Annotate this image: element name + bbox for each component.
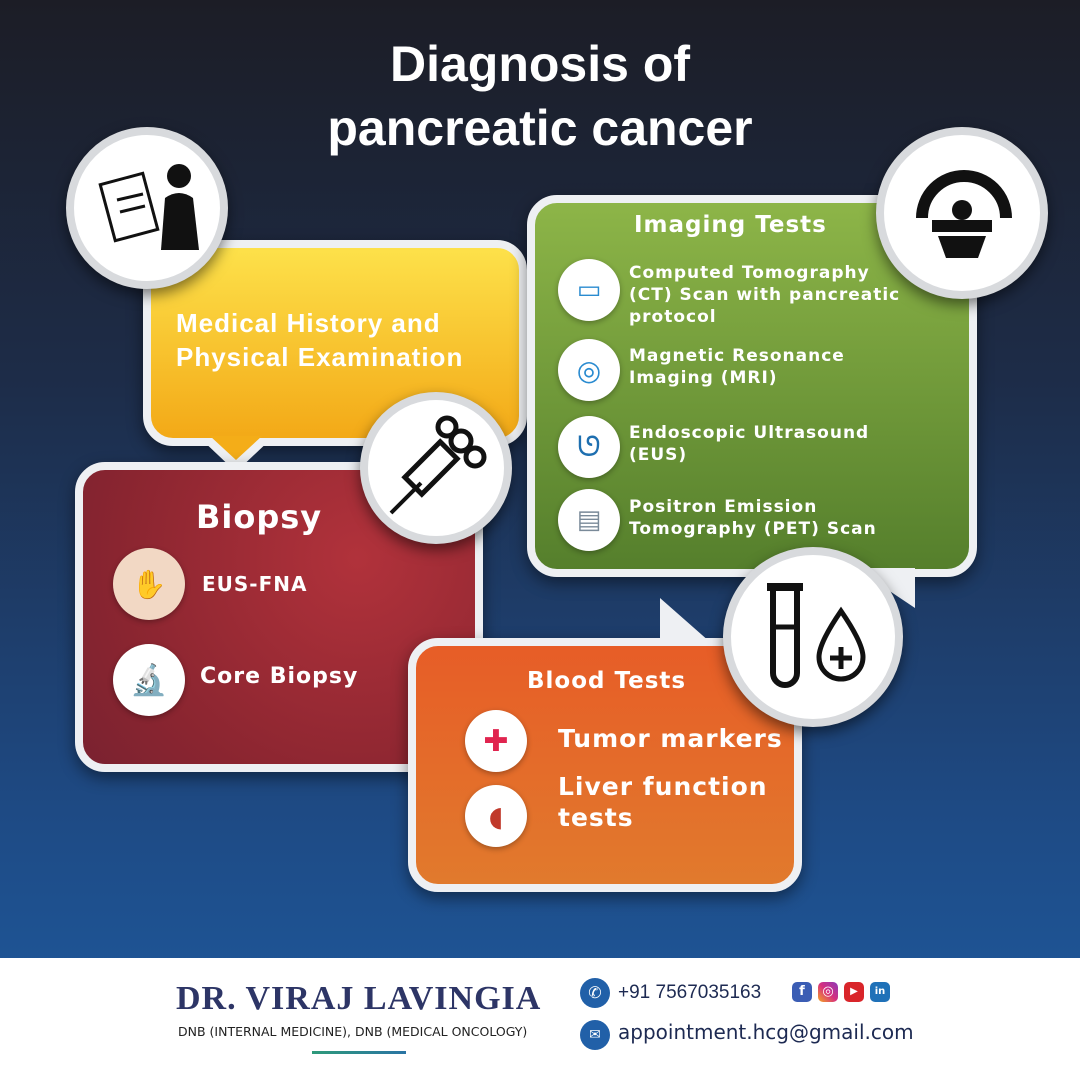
imaging-item-line: Endoscopic Ultrasound	[629, 423, 870, 443]
imaging-heading: Imaging Tests	[634, 212, 827, 238]
youtube-icon[interactable]: ▶	[844, 982, 864, 1002]
title-line: Diagnosis of	[389, 36, 691, 92]
first-aid-kit-icon: ✚	[465, 710, 527, 772]
instagram-icon[interactable]: ◎	[818, 982, 838, 1002]
imaging-item-line: Tomography (PET) Scan	[629, 519, 877, 539]
title-line: pancreatic cancer	[327, 100, 753, 156]
blood-heading: Blood Tests	[527, 668, 687, 694]
imaging-item-line: protocol	[629, 307, 717, 327]
blood-item-line: Liver function	[558, 772, 768, 801]
blood-card-tail	[660, 598, 710, 642]
microscope-icon: 🔬	[113, 644, 185, 716]
mri-icon: ◎	[558, 339, 620, 401]
doctor-patient-icon	[66, 127, 228, 289]
doctor-name: DR. VIRAJ LAVINGIA	[176, 980, 542, 1017]
imaging-item: Endoscopic Ultrasound(EUS)	[629, 422, 869, 466]
linkedin-icon[interactable]: in	[870, 982, 890, 1002]
divider	[312, 1051, 406, 1054]
doctor-credentials: DNB (INTERNAL MEDICINE), DNB (MEDICAL ON…	[178, 1024, 528, 1039]
blood-item: Tumor markers	[558, 724, 783, 753]
biopsy-heading: Biopsy	[196, 498, 323, 536]
facebook-icon[interactable]: f	[792, 982, 812, 1002]
stomach-icon: ᘎ	[558, 416, 620, 478]
history-card-tail-fill	[210, 436, 262, 460]
ct-scanner-icon: ▭	[558, 259, 620, 321]
imaging-item-line: Computed Tomography	[629, 263, 870, 283]
history-label-line: Medical History and	[176, 308, 441, 338]
imaging-item-line: Magnetic Resonance	[629, 346, 845, 366]
biopsy-item: EUS-FNA	[202, 572, 308, 596]
biopsy-item: Core Biopsy	[200, 664, 359, 689]
email-address[interactable]: appointment.hcg@gmail.com	[618, 1020, 914, 1044]
page-title: Diagnosis of pancreatic cancer	[0, 32, 1080, 160]
syringe-icon	[360, 392, 512, 544]
imaging-item-line: Positron Emission	[629, 497, 818, 517]
blood-test-tube-icon	[723, 547, 903, 727]
needle-aspiration-icon: ✋	[113, 548, 185, 620]
imaging-item: Computed Tomography(CT) Scan with pancre…	[629, 262, 900, 328]
ct-scanner-large-icon	[876, 127, 1048, 299]
imaging-item-line: (EUS)	[629, 445, 688, 465]
imaging-item-line: Imaging (MRI)	[629, 368, 778, 388]
phone-number[interactable]: +91 7567035163	[618, 982, 762, 1003]
imaging-item-line: (CT) Scan with pancreatic	[629, 285, 901, 305]
footer: DR. VIRAJ LAVINGIA DNB (INTERNAL MEDICIN…	[0, 958, 1080, 1080]
blood-item-line: tests	[558, 803, 634, 832]
email-icon: ✉	[580, 1020, 610, 1050]
phone-icon: ✆	[580, 978, 610, 1008]
pet-scanner-icon: ▤	[558, 489, 620, 551]
liver-icon: ◖	[465, 785, 527, 847]
history-label-line: Physical Examination	[176, 342, 464, 372]
